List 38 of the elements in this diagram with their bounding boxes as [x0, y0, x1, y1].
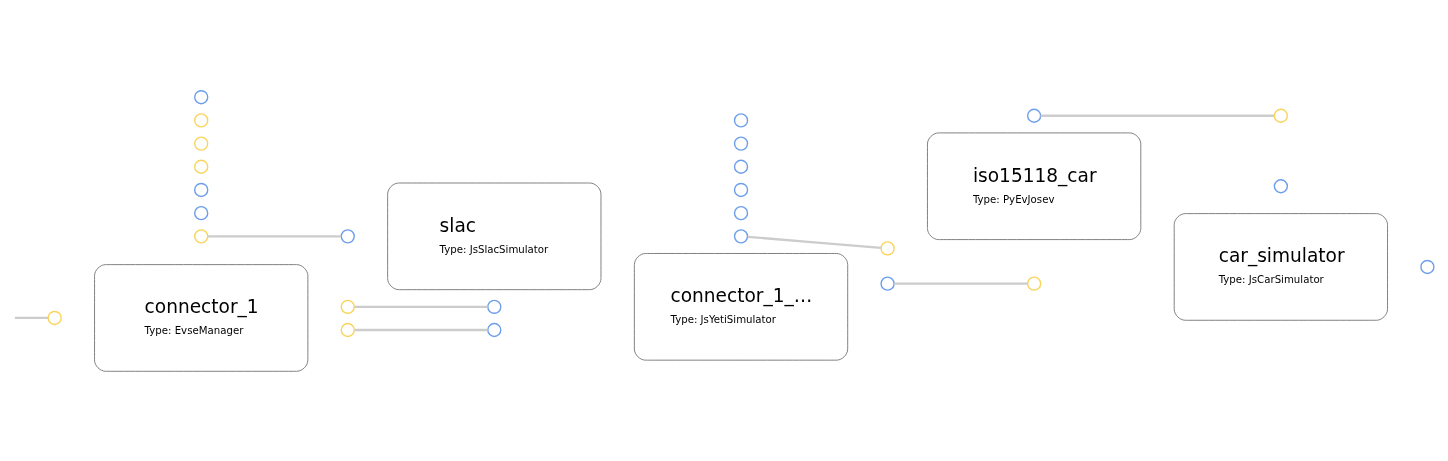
node-circle: [194, 89, 209, 104]
node-circle: [487, 322, 502, 337]
connector: [894, 281, 1028, 285]
node-circle: [733, 112, 749, 128]
node-circle: [733, 135, 749, 151]
node-circle: [194, 182, 209, 197]
node-box: slac Type: JsSlacSimulator: [387, 182, 602, 290]
node-circle: [733, 228, 749, 244]
node-circle: [487, 299, 502, 314]
node-circle: [340, 322, 355, 337]
node-circle: [194, 159, 209, 174]
node-circle: [194, 135, 209, 151]
node-circle: [733, 182, 749, 197]
node-circle: [880, 275, 895, 291]
connector: [14, 316, 48, 319]
connector: [354, 328, 488, 331]
node-circle: [1273, 178, 1289, 193]
node-circle: [1420, 259, 1435, 274]
node-box: car_simulator Type: JsCarSimulator: [1173, 212, 1388, 321]
node-circle: [1026, 108, 1042, 123]
node-circle: [1273, 108, 1289, 123]
connector: [354, 305, 488, 308]
node-circle: [47, 310, 62, 325]
node-box: iso15118_car Type: PyEvJosev: [927, 131, 1142, 240]
node-circle: [340, 228, 355, 244]
node-circle: [733, 205, 749, 220]
connector: [1040, 114, 1275, 117]
node-circle: [733, 159, 749, 174]
connector: [747, 235, 881, 249]
node-box: connector_1_… Type: JsYetiSimulator: [633, 252, 849, 361]
node-box: connector_1 Type: EvseManager: [94, 263, 309, 372]
node-circle: [194, 228, 209, 244]
node-circle: [1026, 275, 1042, 291]
node-circle: [880, 240, 895, 256]
connector: [208, 234, 342, 237]
node-circle: [194, 112, 209, 128]
node-circle: [194, 205, 209, 220]
node-circle: [340, 299, 355, 314]
